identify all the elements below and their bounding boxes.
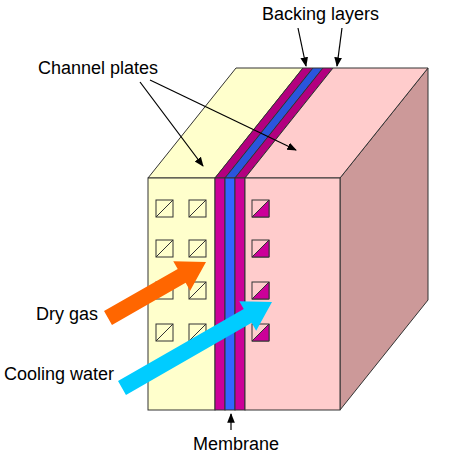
channel-fill <box>252 282 269 299</box>
flow-label: Cooling water <box>4 364 114 385</box>
flow-label: Dry gas <box>36 304 98 325</box>
water-channel <box>252 200 269 217</box>
leader-line <box>337 28 342 66</box>
flow-arrows <box>104 261 272 395</box>
water-channel <box>252 240 269 257</box>
channel-diagonal <box>189 240 206 257</box>
gas-channel <box>156 324 173 341</box>
water-channel <box>252 282 269 299</box>
leader-line <box>150 80 296 150</box>
membrane-label: Membrane <box>193 434 279 455</box>
channel-plate-top <box>245 68 428 178</box>
leader-line <box>230 414 231 430</box>
leader-line <box>298 28 306 66</box>
gas-flow-arrow <box>104 261 206 325</box>
gas-channel <box>156 200 173 217</box>
channel-diagonal <box>156 200 173 217</box>
leader-line <box>140 82 203 166</box>
channel-diagonal <box>156 324 173 341</box>
backing-layer-front <box>215 178 225 410</box>
cell-block <box>148 68 428 410</box>
plate-label: Channel plates <box>38 58 158 79</box>
channel-diagonal <box>189 200 206 217</box>
gas-channel <box>189 200 206 217</box>
channel-fill <box>252 240 269 257</box>
gas-channel <box>156 240 173 257</box>
layer-label: Backing layers <box>262 4 379 25</box>
channel-plate-front <box>245 178 340 410</box>
leader-lines <box>140 28 342 430</box>
channel-diagonal <box>156 240 173 257</box>
water-flow-arrow <box>118 301 272 395</box>
gas-channel <box>189 240 206 257</box>
backing-layer-front <box>235 178 245 410</box>
membrane-layer-front <box>225 178 235 410</box>
channel-fill <box>252 200 269 217</box>
